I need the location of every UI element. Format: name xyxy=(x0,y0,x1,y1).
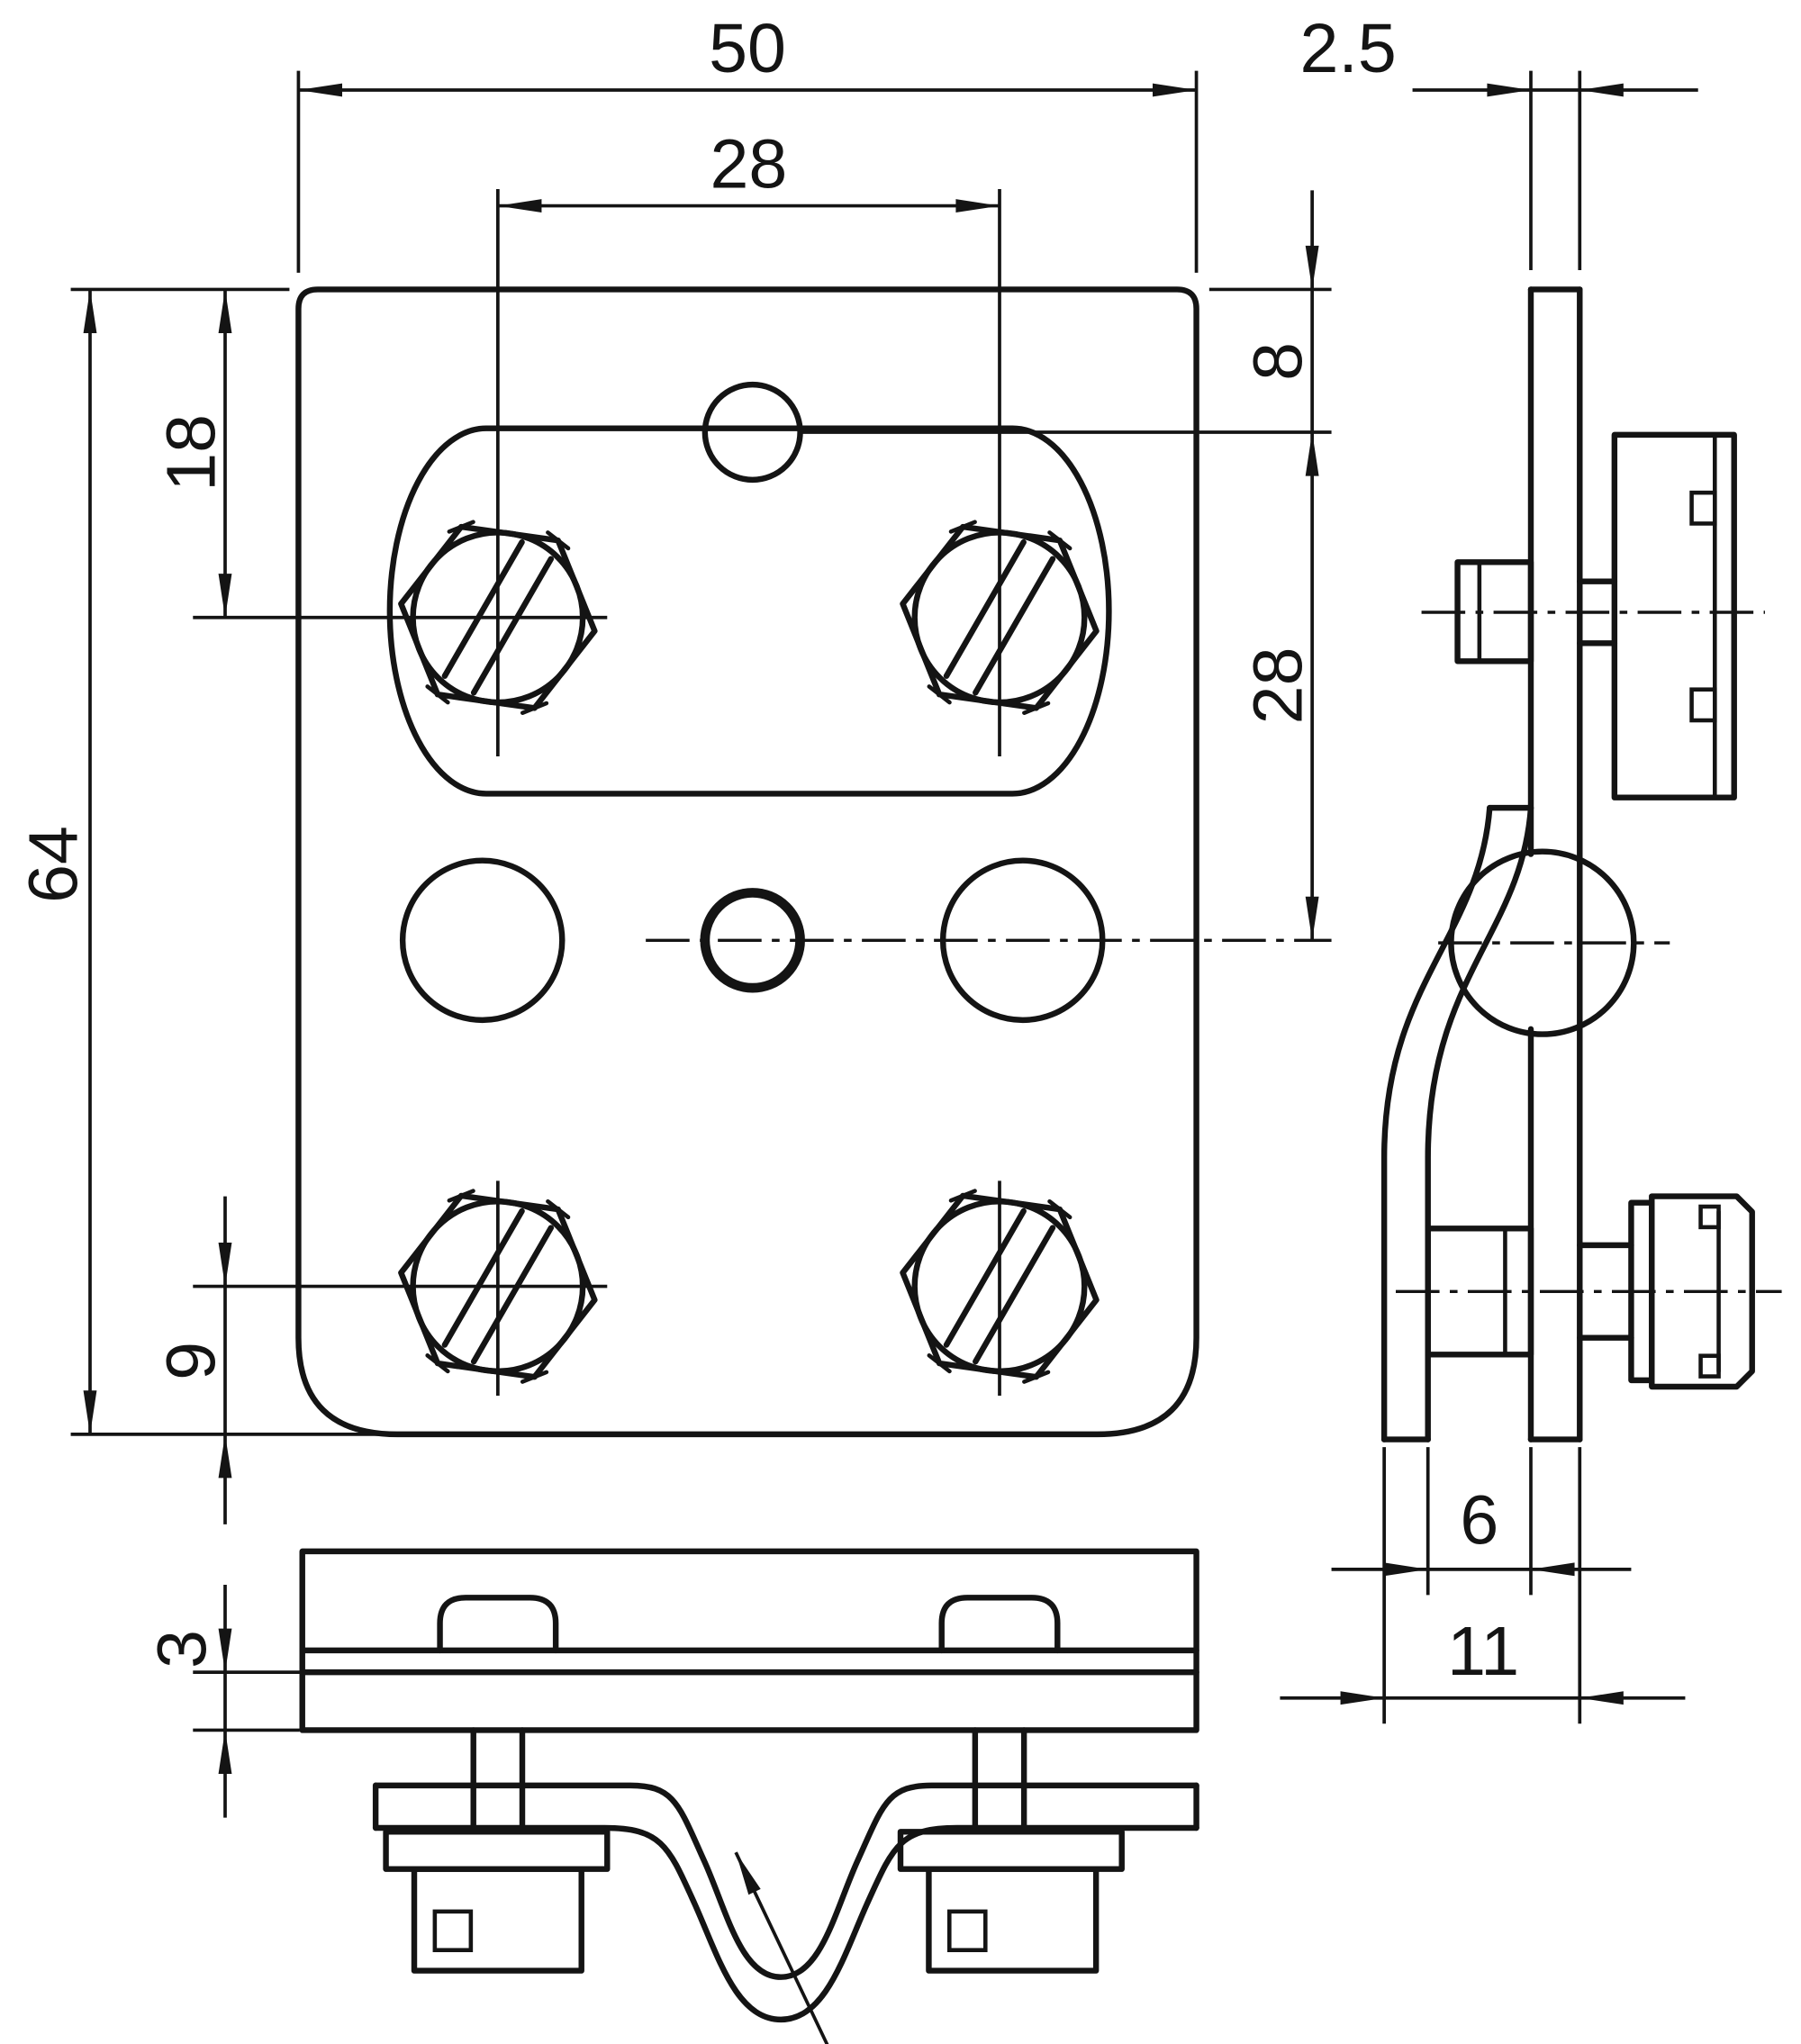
bottom-dimension-lines xyxy=(218,1585,829,2044)
dim-overall-depth: 11 xyxy=(1447,1613,1519,1690)
clamp-window-outline xyxy=(386,425,1112,797)
dim-top-edge-to-hole: 8 xyxy=(1240,342,1317,381)
strap-top-surface xyxy=(372,1782,1199,1980)
front-extension-lines xyxy=(70,70,1332,1436)
nut-profile xyxy=(1649,1193,1755,1390)
side-plate xyxy=(1527,286,1583,1443)
dim-plate-thickness: 2.5 xyxy=(1300,10,1397,87)
strap-bottom-surface xyxy=(372,1824,1199,2023)
side-centerlines xyxy=(1396,610,1782,1293)
nut-notch xyxy=(432,1909,474,1952)
dim-screw-spacing: 28 xyxy=(710,126,788,203)
nut xyxy=(926,1866,1100,1974)
terminal-block-notch xyxy=(1689,490,1717,526)
assembly-body xyxy=(299,1548,1199,1733)
terminal-block xyxy=(1454,431,1737,800)
conductor-hole-left xyxy=(399,857,566,1024)
side-dimension-lines xyxy=(1280,83,1698,1705)
side-extension-lines xyxy=(1382,70,1582,1724)
terminal-block-notch xyxy=(1689,687,1717,723)
dim-screws-to-bottom-edge: 9 xyxy=(153,1342,231,1380)
dim-overall-width: 50 xyxy=(709,10,786,87)
dim-top-edge-to-screws: 18 xyxy=(153,414,231,492)
dim-lower-plate-thickness: 3 xyxy=(144,1630,222,1669)
nut-notch xyxy=(1698,1353,1721,1379)
washer xyxy=(383,1829,611,1872)
saddle-strap xyxy=(372,1782,1199,2023)
side-view: 2.5 6 11 xyxy=(1280,10,1782,1724)
bottom-extension-lines xyxy=(193,1670,300,1732)
dim-hole-to-conductor-axis: 28 xyxy=(1240,647,1317,725)
front-centerlines xyxy=(193,189,1332,1396)
clamp-strap xyxy=(1380,804,1534,1443)
front-view: 50 28 64 18 9 8 28 xyxy=(15,10,1332,1524)
terminal-block-body xyxy=(1611,431,1737,800)
dim-overall-height: 64 xyxy=(15,826,93,903)
plate-outline xyxy=(295,286,1199,1438)
bottom-fasteners xyxy=(383,1829,1125,1974)
dim-clamp-gap: 6 xyxy=(1460,1481,1498,1559)
nut-notch xyxy=(1698,1204,1721,1230)
bolt-head-dome xyxy=(437,1595,559,1654)
radius-leader-line xyxy=(734,1851,829,2044)
nut xyxy=(411,1866,584,1974)
strap-outer-edge xyxy=(1380,804,1493,1443)
nut-notch xyxy=(947,1909,988,1952)
strap-inner-edge xyxy=(1425,804,1534,1443)
bottom-view: 3 R5 xyxy=(144,1548,1199,2044)
bolt-head-dome xyxy=(938,1595,1061,1654)
top-hole xyxy=(701,381,803,484)
washer xyxy=(897,1829,1125,1872)
front-dimension-lines xyxy=(83,83,1319,1524)
